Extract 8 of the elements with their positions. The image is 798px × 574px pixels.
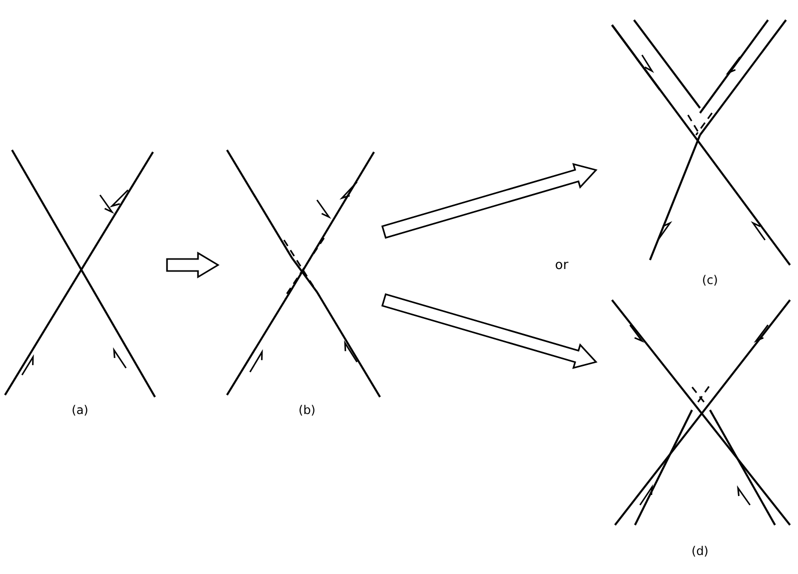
panel-label: (d) [692,544,708,558]
hollow-arrow [381,162,598,239]
connecting-word: or [555,258,568,273]
panel-label: (a) [72,403,88,417]
panel-label: (c) [702,273,718,287]
panel-label: (b) [298,403,316,417]
hollow-arrow [381,293,598,370]
hollow-arrow [166,252,220,278]
